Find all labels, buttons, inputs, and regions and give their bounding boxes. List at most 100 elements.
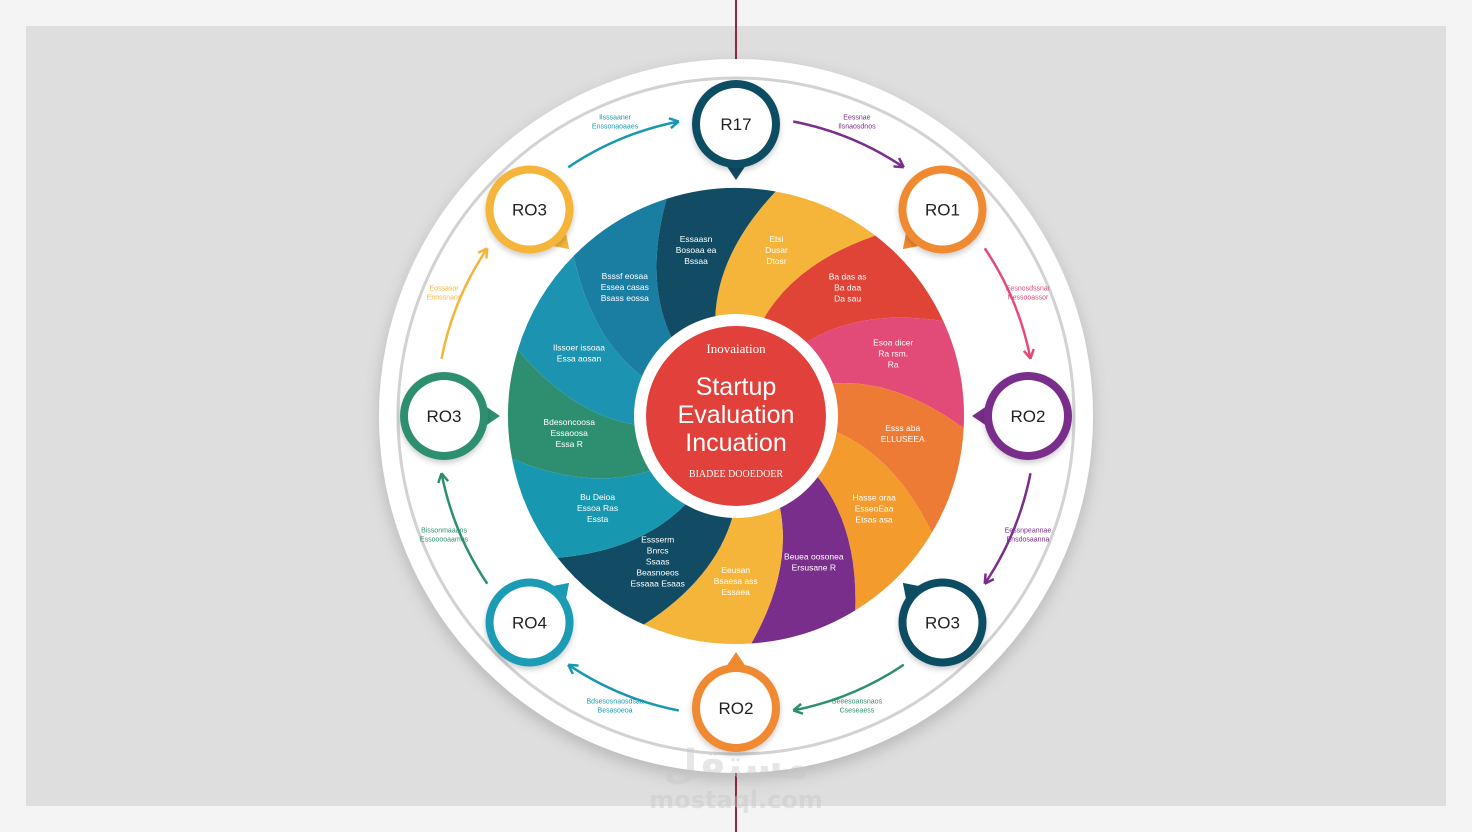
wedge-text-line: Esoa dicer	[873, 338, 913, 348]
wedge-text-line: Ersusane R	[792, 562, 836, 572]
wedge-segment	[715, 191, 876, 320]
arrow-head	[1022, 348, 1035, 360]
wedge-text-line: Ra	[888, 360, 899, 370]
node-inner	[992, 380, 1064, 452]
arrow-label-line: Ensdosaanna	[1007, 536, 1050, 543]
wedge-segment	[517, 255, 644, 425]
wedge-text-line: Bosoaa ea	[676, 245, 717, 255]
center-title-line-3: Incuation	[685, 429, 786, 457]
arrow-head	[668, 117, 680, 130]
arrow-label-line: Ilsnaosdnos	[838, 124, 876, 131]
node-badge: RO3	[400, 372, 500, 460]
arrow-label-line: Eessnpeannae	[1005, 527, 1052, 534]
wedge-segment	[763, 235, 944, 344]
wedge-text-line: Essoa Ras	[577, 503, 618, 513]
watermark-brand: مستقل	[663, 742, 809, 788]
center-top-label: Inovaiation	[706, 341, 766, 356]
wedge-segment	[643, 505, 783, 645]
arrow-head	[437, 472, 450, 484]
arrow-head	[567, 663, 579, 675]
node-label: RO3	[427, 407, 462, 426]
wedge-text-line: Bnrcs	[647, 546, 669, 556]
wedge-text-line: Beasnoeos	[636, 568, 679, 578]
wedge-text-line: Bsssf eosaa	[602, 271, 649, 281]
wedge-text-line: Dusar	[765, 245, 788, 255]
node-inner	[408, 380, 480, 452]
watermark: مستقل mostaql.com	[649, 742, 823, 814]
node-badge: RO2	[972, 372, 1072, 460]
node-label: RO2	[1011, 407, 1046, 426]
node-badge: R17	[692, 80, 780, 180]
wedge-text-line: Ba daa	[834, 282, 861, 292]
wedge-text-line: Essaasn	[680, 234, 713, 244]
arrow-line	[567, 663, 679, 712]
arrow-line	[440, 247, 489, 359]
node-label: RO4	[512, 613, 547, 632]
arrow-head	[983, 573, 995, 585]
arrow-line	[793, 663, 905, 712]
node-inner	[493, 586, 566, 659]
node-badge: RO3	[898, 578, 987, 667]
wedge-text-line: Etsas asa	[855, 515, 893, 525]
node-inner	[700, 672, 772, 744]
wedge-text-line: Hasse oraa	[852, 493, 896, 503]
wedge-segment	[804, 317, 965, 429]
watermark-site: mostaql.com	[649, 786, 823, 814]
wedge-text-line: Essa R	[555, 439, 582, 449]
wedge-text-line: Essta	[587, 514, 609, 524]
wedge-text-line: Ilssoer issoaa	[553, 343, 605, 353]
arrow-label-line: Besasoeoa	[598, 707, 633, 714]
arrow-line	[440, 473, 489, 585]
node-label: RO3	[925, 613, 960, 632]
wedge-text-line: Bssaa	[684, 256, 708, 266]
arrow-label-line: Ennssnaos	[427, 295, 462, 302]
arrow-label-line: Enssonaoaaes	[592, 124, 639, 131]
wedge-text-line: Eeusan	[721, 565, 750, 575]
wedge-text-line: Beuea oosonea	[784, 551, 844, 561]
arrow-label-line: Ilsssaaner	[599, 115, 632, 122]
node-badge: RO3	[485, 165, 574, 254]
node-label: R17	[720, 115, 751, 134]
arrow-label-line: Eossasor	[429, 286, 459, 293]
node-label: RO3	[512, 201, 547, 220]
node-label: RO1	[925, 201, 960, 220]
node-inner	[906, 586, 979, 659]
center-hub-core	[646, 326, 826, 506]
wedge-text-line: Bsaesa ass	[714, 576, 758, 586]
node-label: RO2	[719, 699, 754, 718]
wedge-text-line: Da sau	[834, 293, 861, 303]
arrow-label-line: Nessooassor	[1008, 295, 1050, 302]
wedge-segment	[573, 198, 673, 378]
wedge-segment	[512, 458, 687, 558]
wedge-segment	[557, 503, 733, 625]
wedge-text-line: Ra rsm.	[878, 349, 908, 359]
wedge-segment	[656, 188, 776, 340]
arrow-line	[983, 247, 1032, 359]
wedge-text-line: Essa aosan	[557, 354, 602, 364]
wedge-text-line: Dtosr	[766, 256, 786, 266]
center-title-line-1: Startup	[696, 373, 777, 401]
wedge-text-line: ELLUSEEA	[881, 434, 925, 444]
wedge-text-line: Ssaas	[646, 557, 670, 567]
arrow-group: EessnaeIlsnaosdnosEesnosdssnarNessooasso…	[420, 115, 1051, 715]
wedge-segment	[830, 383, 964, 533]
center-title-line-2: Evaluation	[678, 401, 795, 429]
arrow-label-line: Bdsesosnaosdsaa	[586, 698, 643, 705]
arrow-line	[567, 120, 679, 169]
arrow-line	[793, 120, 905, 169]
wedge-text-line: Essaaa Esaas	[630, 579, 684, 589]
